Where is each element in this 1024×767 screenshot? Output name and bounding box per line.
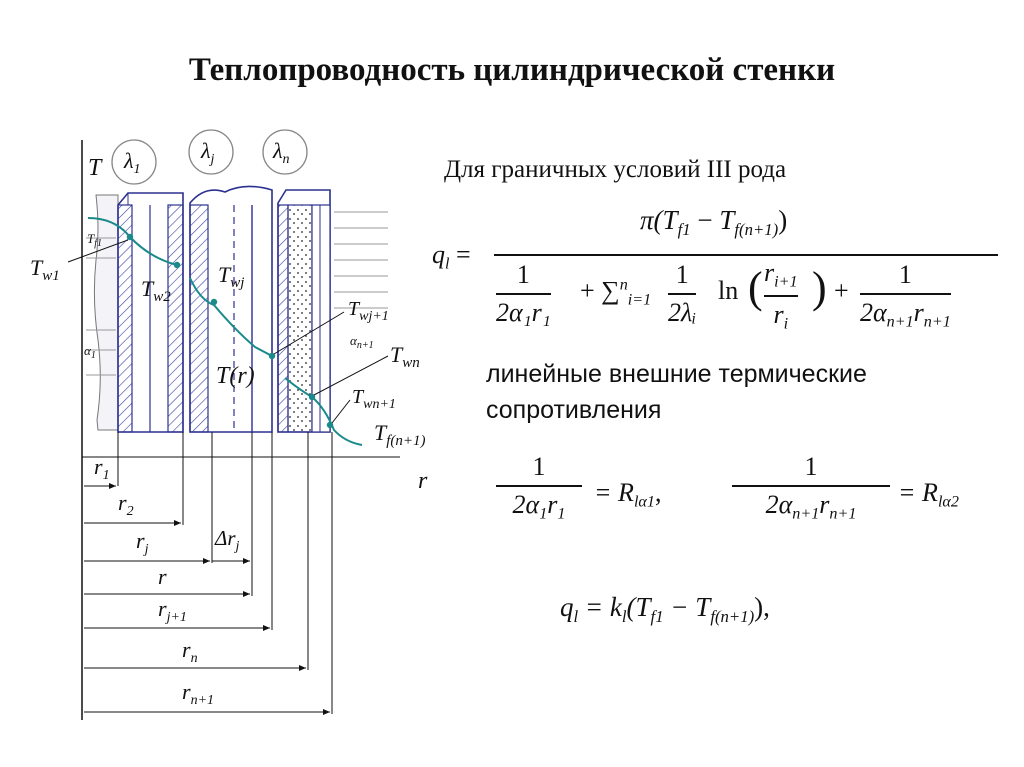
main-formula-term-2: 1 2λᵢ	[668, 260, 697, 327]
label-alpha-n1: αn+1	[350, 333, 374, 351]
resistance-formula-1-fraction: 1 2α1r1	[496, 452, 582, 524]
svg-text:λj: λj	[200, 138, 215, 167]
label-delta-rj: Δrj	[214, 526, 240, 554]
svg-text:λ1: λ1	[123, 148, 141, 177]
inner-fluid-region	[93, 194, 119, 431]
label-r-axis: r	[418, 468, 428, 494]
label-rj1: rj+1	[158, 596, 187, 625]
cylindrical-wall-diagram: T λ1 λj λn	[30, 129, 428, 720]
resistance-text-line-1: линейные внешние термические	[486, 360, 867, 388]
label-Twj: Twj	[218, 262, 244, 291]
main-formula-paren-close: )	[812, 263, 827, 312]
dimension-arrows	[84, 483, 330, 715]
boundary-conditions-text: Для граничных условий III рода	[444, 156, 787, 183]
inner-fluid-lines	[86, 237, 116, 376]
wall-temperature-points	[126, 233, 334, 429]
resistance-formula-2-rhs: = Rlα2	[898, 478, 959, 511]
main-formula-paren-open: (	[748, 263, 763, 312]
wall-layer-1	[117, 192, 184, 433]
label-alpha1: α1	[84, 343, 96, 361]
label-r1: r1	[94, 454, 110, 483]
label-Twn: Twn	[390, 342, 420, 371]
label-Tf1: Tf1	[87, 231, 102, 249]
temperature-curve-segment-n	[284, 377, 363, 446]
svg-text:λn: λn	[272, 138, 290, 167]
lambda-n-circle: λn	[262, 129, 308, 175]
label-Twj1: Twj+1	[348, 298, 389, 324]
lambda-j-circle: λj	[188, 129, 234, 175]
main-formula-ln: ln	[718, 276, 739, 305]
lambda-1-circle: λ1	[111, 139, 157, 185]
wall-layer-j	[189, 185, 273, 433]
axis-T-label: T	[88, 155, 103, 181]
label-rn1: rn+1	[182, 679, 214, 708]
main-formula-term-1: 1 2α₁r₁	[496, 260, 551, 327]
outer-fluid-lines	[334, 211, 388, 309]
main-formula-plus: +	[834, 276, 849, 305]
main-formula-lhs: ql =	[432, 240, 471, 273]
main-formula-bar	[494, 254, 998, 256]
label-Tw1: Tw1	[30, 255, 60, 284]
main-formula-sum: + ∑ni=1	[580, 276, 652, 309]
label-Tw2: Tw2	[141, 276, 171, 305]
main-formula-ratio: ri+1 ri	[764, 258, 798, 333]
dimension-extension-lines	[117, 432, 333, 714]
label-Tfn1: Tf(n+1)	[374, 420, 426, 449]
label-r: r	[158, 564, 167, 589]
label-rj: rj	[136, 528, 149, 557]
main-formula-numerator: π(Tf1 − Tf(n+1))	[640, 205, 788, 239]
label-rn: rn	[182, 637, 198, 666]
resistance-text-line-2: сопротивления	[486, 396, 662, 424]
resistance-formula-1-rhs: = Rlα1,	[594, 478, 662, 511]
resistance-formula-2-fraction: 1 2αn+1rn+1	[732, 452, 890, 524]
slide-title: Теплопроводность цилиндрической стенки	[188, 52, 836, 88]
main-formula-term-3: 1 2αn+1rn+1	[860, 260, 951, 331]
heat-flux-formula: ql = kl(Tf1 − Tf(n+1)),	[560, 592, 770, 626]
wall-layer-n	[277, 189, 331, 433]
label-Tr: T(r)	[216, 363, 255, 389]
label-r2: r2	[118, 490, 134, 519]
label-Twn1: Twn+1	[352, 386, 396, 412]
